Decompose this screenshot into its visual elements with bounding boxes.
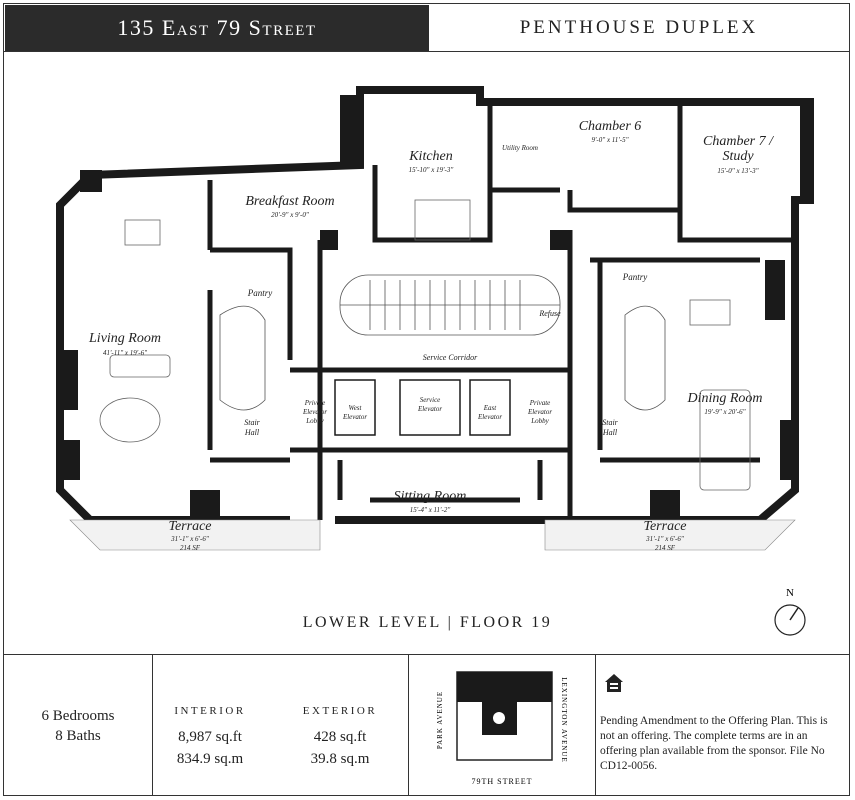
living-room-label: Living Room <box>88 331 161 346</box>
svg-text:PARK AVENUE: PARK AVENUE <box>436 691 444 749</box>
disclaimer-text: Pending Amendment to the Offering Plan. … <box>600 715 828 772</box>
svg-text:15'-4" x 11'-2": 15'-4" x 11'-2" <box>410 506 451 514</box>
svg-text:Elevator: Elevator <box>477 413 502 421</box>
stair-core <box>339 274 561 336</box>
stair-hall-right-label: Stair <box>602 418 618 427</box>
interior-walls <box>207 100 795 520</box>
footer-divider-2 <box>408 654 409 796</box>
utility-room-label: Utility Room <box>502 144 538 152</box>
svg-text:Lobby: Lobby <box>305 417 324 425</box>
baths-count: 8 Baths <box>55 728 101 744</box>
bed-bath-summary: 6 Bedrooms 8 Baths <box>8 706 148 746</box>
elevators <box>334 379 511 436</box>
floor-plan: Living Room 41'-11" x 19'-6" Breakfast R… <box>56 86 814 552</box>
north-compass-icon: N <box>774 587 806 636</box>
svg-text:31'-1" x 6'-6": 31'-1" x 6'-6" <box>645 535 684 543</box>
private-lobby-right-label: Private <box>529 399 551 407</box>
terraces <box>69 519 796 551</box>
footer-divider <box>3 654 850 655</box>
footer-divider-3 <box>595 654 596 796</box>
furniture <box>99 199 751 491</box>
chamber-6-label: Chamber 6 <box>579 119 642 134</box>
equal-housing-icon <box>605 674 623 692</box>
stair-hall-left-label: Stair <box>244 418 260 427</box>
pantry-right-label: Pantry <box>622 272 648 282</box>
svg-text:9'-0" x 11'-5": 9'-0" x 11'-5" <box>591 136 628 144</box>
svg-text:LEXINGTON AVENUE: LEXINGTON AVENUE <box>560 677 568 763</box>
breakfast-room-label: Breakfast Room <box>245 194 334 209</box>
svg-text:19'-9" x 20'-6": 19'-9" x 20'-6" <box>704 408 745 416</box>
svg-text:214 SF: 214 SF <box>180 544 201 552</box>
svg-text:Hall: Hall <box>244 428 260 437</box>
east-elevator-label: East <box>483 404 498 412</box>
dining-room-label: Dining Room <box>686 391 762 406</box>
unit-type-title: PENTHOUSE DUPLEX <box>519 17 759 38</box>
svg-text:214 SF: 214 SF <box>655 544 676 552</box>
svg-text:Elevator: Elevator <box>342 413 367 421</box>
private-lobby-left-label: Private <box>304 399 326 407</box>
terrace-right-label: Terrace <box>643 519 686 534</box>
terrace-left-label: Terrace <box>168 519 211 534</box>
location-map: PARK AVENUE LEXINGTON AVENUE 79TH STREET <box>436 671 568 786</box>
west-elevator-label: West <box>349 404 363 412</box>
svg-text:79TH STREET: 79TH STREET <box>472 777 533 786</box>
svg-text:41'-11" x 19'-6": 41'-11" x 19'-6" <box>103 349 147 357</box>
level-label: LOWER LEVEL | FLOOR 19 <box>302 614 553 631</box>
interior-area: INTERIOR 8,987 sq.ft 834.9 sq.m <box>174 705 246 767</box>
kitchen-label: Kitchen <box>408 149 453 164</box>
header-divider <box>3 51 850 52</box>
sitting-room-label: Sitting Room <box>394 489 467 504</box>
spiral-stairs <box>219 305 666 411</box>
chamber-7-label: Chamber 7 / <box>703 134 774 149</box>
svg-text:Lobby: Lobby <box>530 417 549 425</box>
service-elevator-label: Service <box>420 396 441 404</box>
service-corridor-label: Service Corridor <box>423 353 478 362</box>
svg-text:N: N <box>786 587 794 599</box>
svg-text:Study: Study <box>722 149 754 164</box>
svg-text:31'-1" x 6'-6": 31'-1" x 6'-6" <box>170 535 209 543</box>
svg-text:15'-10" x 19'-3": 15'-10" x 19'-3" <box>409 166 454 174</box>
pantry-left-label: Pantry <box>247 288 273 298</box>
svg-text:Elevator: Elevator <box>527 408 552 416</box>
exterior-area: EXTERIOR 428 sq.ft 39.8 sq.m <box>302 705 378 767</box>
svg-text:15'-0" x 13'-3": 15'-0" x 13'-3" <box>717 167 758 175</box>
svg-text:Hall: Hall <box>602 428 618 437</box>
svg-text:Elevator: Elevator <box>417 405 442 413</box>
structural-columns <box>62 95 812 518</box>
page-frame <box>3 3 850 796</box>
address-title: 135 East 79 Street <box>5 5 429 51</box>
svg-text:20'-9" x 9'-0": 20'-9" x 9'-0" <box>271 211 309 219</box>
bedrooms-count: 6 Bedrooms <box>41 708 115 724</box>
svg-text:Elevator: Elevator <box>302 408 327 416</box>
footer-divider-1 <box>152 654 153 796</box>
refuse-label: Refuse <box>538 309 561 318</box>
exterior-walls <box>56 86 814 524</box>
room-labels: Living Room 41'-11" x 19'-6" Breakfast R… <box>88 119 774 552</box>
